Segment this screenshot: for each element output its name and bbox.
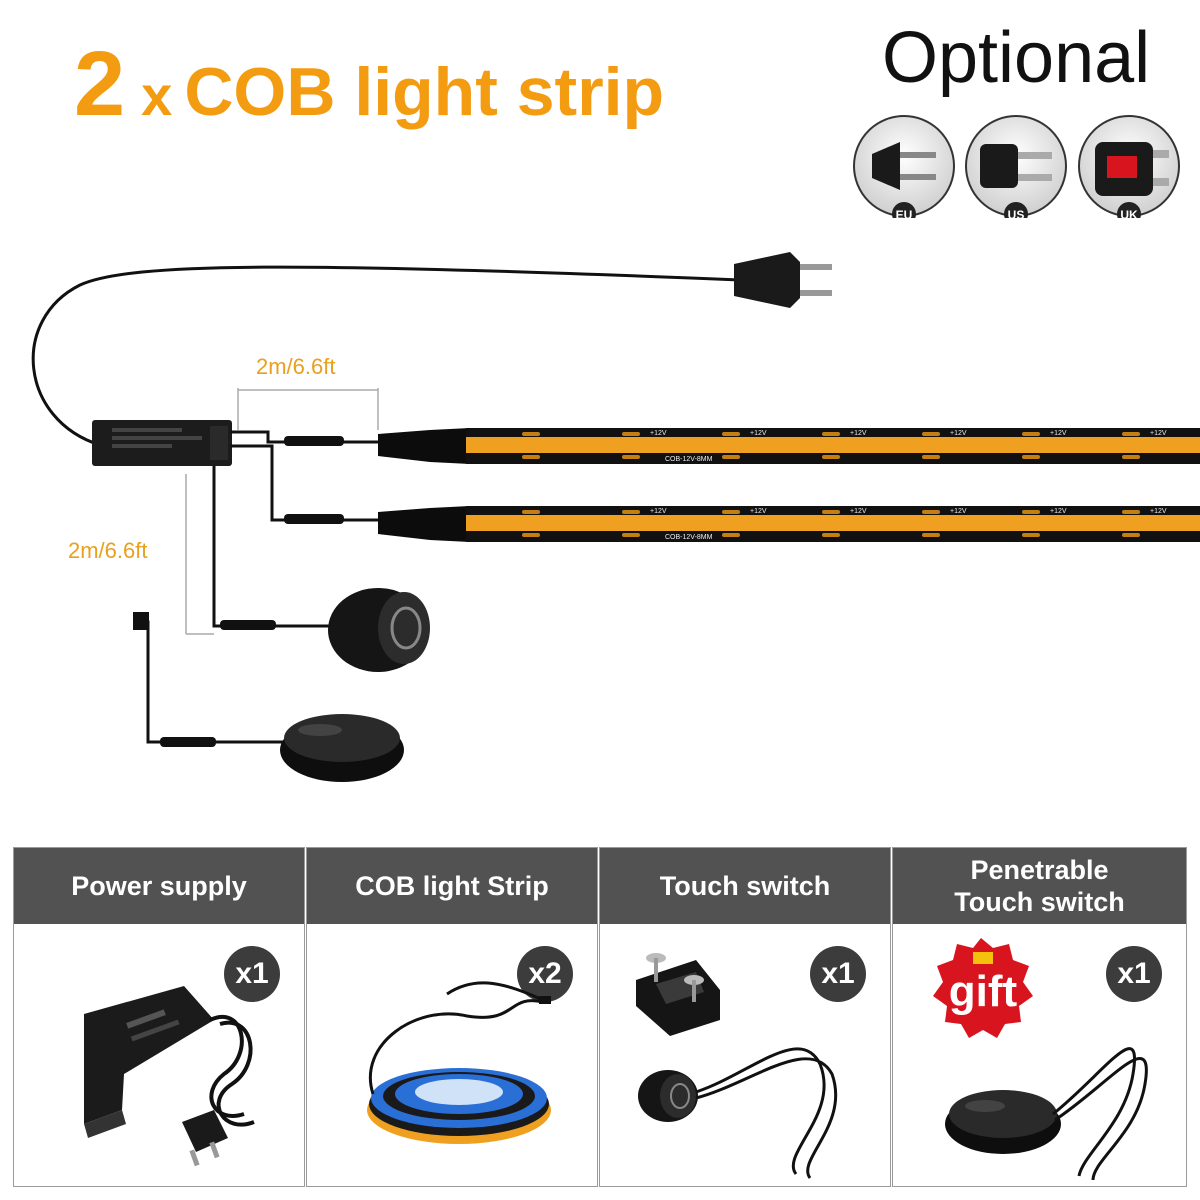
strip-pad-label: +12V (950, 508, 967, 515)
strip-pad-label: +12V (1150, 430, 1167, 437)
package-item-power-supply: Power supply x1 (13, 847, 305, 1187)
touch-switch (328, 588, 430, 672)
package-item-header: Power supply (14, 848, 304, 924)
mains-cable (31, 265, 741, 447)
strip-pad-label: +12V (850, 508, 867, 515)
eu-plug-icon: EU (853, 115, 955, 218)
strip-pad-label: +12V (650, 430, 667, 437)
cable-length-label: 2m/6.6ft (68, 538, 148, 563)
headline-label: COB light strip (184, 54, 665, 130)
led-strip-reel-icon (367, 981, 551, 1144)
strip-pad-label: +12V (1050, 430, 1067, 437)
strip-pad-label: +12V (1150, 508, 1167, 515)
strip-pad-label: +12V (950, 430, 967, 437)
headline-multiplier: x (141, 64, 173, 127)
package-contents-table: Power supply x1 COB light Strip x2 (13, 847, 1187, 1187)
plug-label-us: US (1008, 208, 1025, 218)
inline-connector (284, 436, 344, 446)
inline-connector (284, 514, 344, 524)
package-item-cob-strip: COB light Strip x2 (306, 847, 598, 1187)
strip-model-label: COB-12V-8MM (665, 534, 713, 541)
strip-pad-label: +12V (650, 508, 667, 515)
strip-pad-label: +12V (750, 508, 767, 515)
wiring-diagram (31, 252, 1200, 782)
package-item-header: Penetrable Touch switch (893, 848, 1186, 924)
screw-icon (684, 975, 704, 1002)
strip-pad-label: +12V (1050, 508, 1067, 515)
optional-title: Optional (882, 18, 1151, 98)
eu-plug-icon (734, 252, 832, 308)
strip-pad-label: +12V (750, 430, 767, 437)
touch-switch-icon (636, 953, 838, 1179)
quantity-badge: x1 (224, 946, 280, 1002)
penetrable-switch-icon: gift (933, 938, 1148, 1181)
plug-label-eu: EU (896, 208, 913, 218)
mounting-clip-icon (636, 960, 720, 1036)
package-item-header: Touch switch (600, 848, 890, 924)
cable-length-label: 2m/6.6ft (256, 354, 336, 379)
headline-count: 2 (74, 33, 126, 135)
inline-connector (220, 620, 276, 630)
gift-label: gift (949, 967, 1018, 1016)
power-supply-box (92, 420, 232, 466)
package-item-touch-switch: Touch switch x1 (599, 847, 891, 1187)
strip-pad-label: +12V (850, 430, 867, 437)
package-item-penetrable-switch: Penetrable Touch switch x1 gift (892, 847, 1187, 1187)
gift-badge: gift (933, 938, 1033, 1038)
quantity-badge: x1 (810, 946, 866, 1002)
plug-label-uk: UK (1120, 208, 1138, 218)
penetrable-touch-switch (280, 714, 404, 782)
inline-connector (160, 737, 216, 747)
screw-icon (646, 953, 666, 982)
strip-markings: +12V +12V +12V +12V +12V +12V COB-12V-8M… (522, 430, 1167, 541)
power-supply-icon (84, 986, 255, 1167)
strip-model-label: COB-12V-8MM (665, 456, 713, 463)
us-plug-icon: US (965, 115, 1067, 218)
uk-plug-icon: UK (1078, 115, 1180, 218)
quantity-badge: x1 (1106, 946, 1162, 1002)
package-item-header: COB light Strip (307, 848, 597, 924)
